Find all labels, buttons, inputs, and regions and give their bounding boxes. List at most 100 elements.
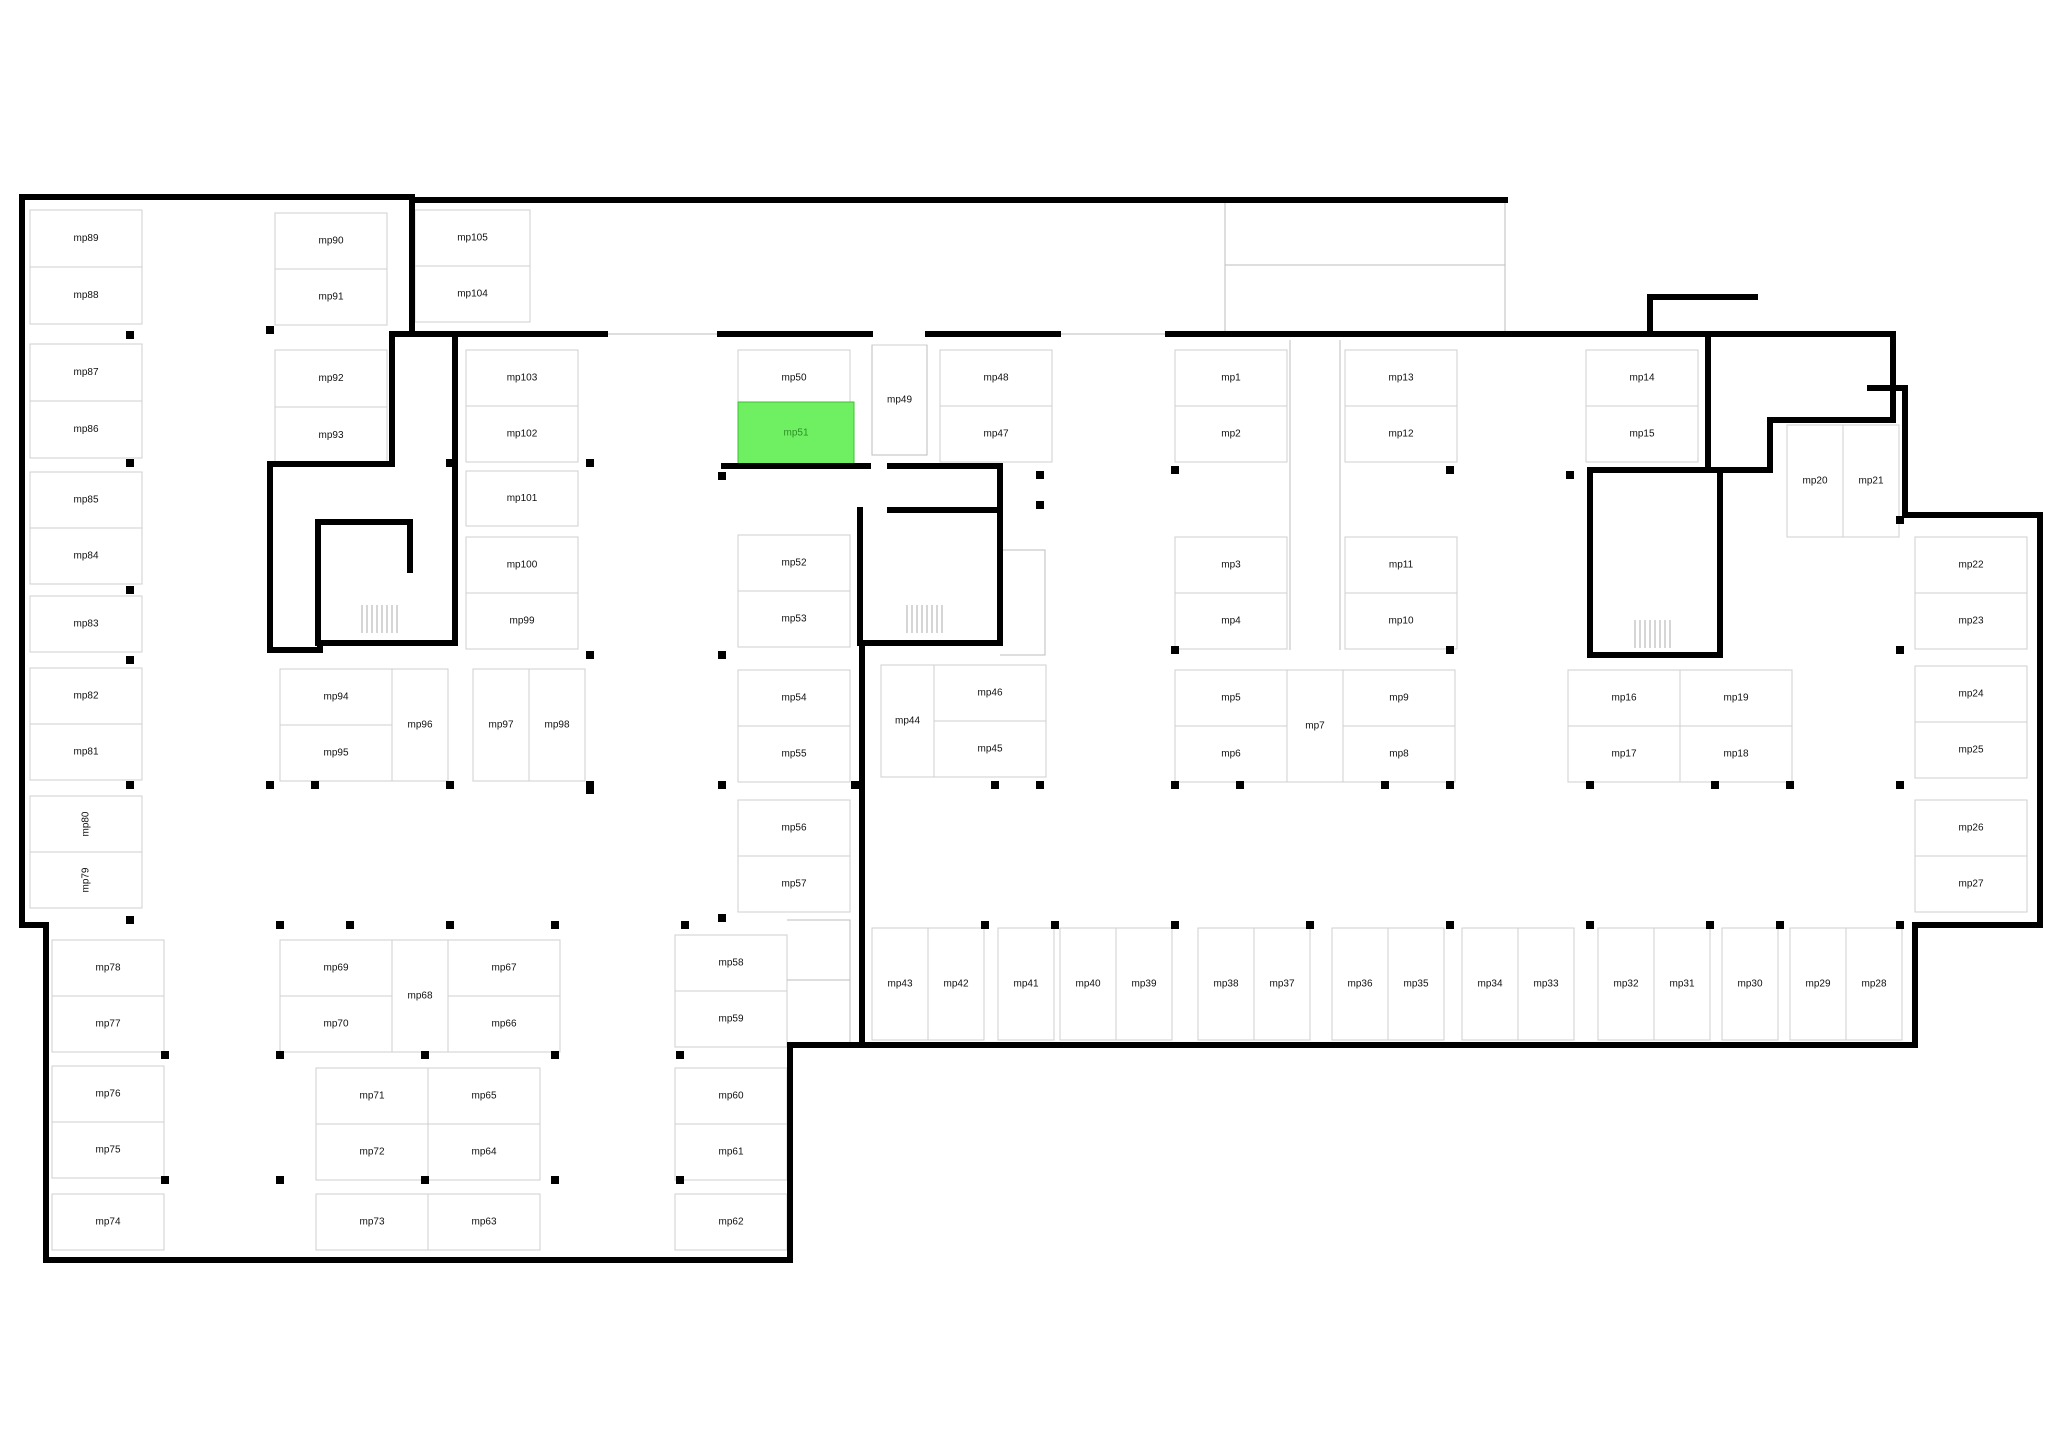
parking-space-mp27[interactable] [1914,855,2028,913]
parking-space-mp59[interactable] [674,990,788,1048]
parking-space-mp50[interactable] [737,349,851,407]
parking-space-mp78[interactable] [51,939,165,997]
parking-space-mp30[interactable] [1721,927,1779,1041]
parking-space-mp13[interactable] [1344,349,1458,407]
parking-space-mp2[interactable] [1174,405,1288,463]
parking-space-mp53[interactable] [737,590,851,648]
parking-space-mp6[interactable] [1174,725,1288,783]
parking-space-mp8[interactable] [1342,725,1456,783]
parking-space-mp11[interactable] [1344,536,1458,594]
parking-space-mp75[interactable] [51,1121,165,1179]
parking-space-mp83[interactable] [29,595,143,653]
parking-space-mp84[interactable] [29,527,143,585]
parking-space-mp20[interactable] [1786,424,1844,538]
parking-space-mp76[interactable] [51,1065,165,1123]
parking-space-mp58[interactable] [674,934,788,992]
parking-space-mp82[interactable] [29,667,143,725]
parking-space-mp24[interactable] [1914,665,2028,723]
parking-space-mp21[interactable] [1842,424,1900,538]
parking-space-mp64[interactable] [427,1123,541,1181]
parking-space-mp101[interactable] [465,470,579,527]
parking-space-mp40[interactable] [1059,927,1117,1041]
parking-space-mp103[interactable] [465,349,579,407]
parking-space-mp44[interactable] [880,664,935,778]
parking-space-mp46[interactable] [933,664,1047,722]
parking-space-mp31[interactable] [1653,927,1711,1041]
parking-space-mp16[interactable] [1567,669,1681,727]
parking-space-mp10[interactable] [1344,592,1458,650]
parking-space-mp92[interactable] [274,349,388,408]
parking-space-mp77[interactable] [51,995,165,1053]
parking-space-mp45[interactable] [933,720,1047,778]
parking-space-mp96[interactable] [391,668,449,782]
parking-space-mp95[interactable] [279,724,393,782]
parking-space-mp49[interactable] [871,344,928,456]
parking-space-mp98[interactable] [528,668,586,782]
parking-space-mp17[interactable] [1567,725,1681,783]
parking-space-mp26[interactable] [1914,799,2028,857]
parking-space-mp97[interactable] [472,668,530,782]
parking-space-mp42[interactable] [927,927,985,1041]
parking-space-mp37[interactable] [1253,927,1311,1041]
parking-space-mp88[interactable] [29,266,143,325]
parking-space-mp60[interactable] [674,1067,788,1125]
parking-space-mp28[interactable] [1845,927,1903,1041]
parking-space-mp102[interactable] [465,405,579,463]
parking-space-mp52[interactable] [737,534,851,592]
structural-column [276,1176,284,1184]
parking-space-mp1[interactable] [1174,349,1288,407]
parking-space-mp33[interactable] [1517,927,1575,1041]
parking-space-mp67[interactable] [447,939,561,997]
parking-space-mp65[interactable] [427,1067,541,1125]
parking-space-mp47[interactable] [939,405,1053,463]
parking-space-mp79[interactable] [29,851,143,909]
parking-space-mp61[interactable] [674,1123,788,1181]
parking-space-mp87[interactable] [29,343,143,402]
parking-space-mp93[interactable] [274,406,388,465]
parking-space-mp14[interactable] [1585,349,1699,407]
parking-space-mp54[interactable] [737,669,851,727]
parking-space-mp23[interactable] [1914,592,2028,650]
parking-space-mp12[interactable] [1344,405,1458,463]
parking-space-mp91[interactable] [274,268,388,326]
parking-space-mp39[interactable] [1115,927,1173,1041]
parking-space-mp71[interactable] [315,1067,429,1125]
parking-space-mp38[interactable] [1197,927,1255,1041]
parking-space-mp3[interactable] [1174,536,1288,594]
parking-space-mp36[interactable] [1331,927,1389,1041]
parking-space-mp73[interactable] [315,1193,429,1251]
parking-space-mp5[interactable] [1174,669,1288,727]
structural-column [551,1176,559,1184]
parking-space-mp62[interactable] [674,1193,788,1251]
parking-space-mp100[interactable] [465,536,579,594]
parking-space-mp68[interactable] [391,939,449,1053]
parking-space-mp4[interactable] [1174,592,1288,650]
parking-space-mp41[interactable] [997,927,1055,1041]
parking-space-mp66[interactable] [447,995,561,1053]
parking-space-mp89[interactable] [29,209,143,268]
parking-space-mp85[interactable] [29,471,143,529]
parking-space-mp32[interactable] [1597,927,1655,1041]
parking-space-mp72[interactable] [315,1123,429,1181]
parking-space-mp86[interactable] [29,400,143,459]
parking-space-mp81[interactable] [29,723,143,781]
parking-space-mp34[interactable] [1461,927,1519,1041]
parking-space-mp18[interactable] [1679,725,1793,783]
parking-space-mp43[interactable] [871,927,929,1041]
parking-space-mp74[interactable] [51,1193,165,1251]
parking-space-mp63[interactable] [427,1193,541,1251]
parking-space-mp48[interactable] [939,349,1053,407]
parking-space-mp55[interactable] [737,725,851,783]
parking-space-mp90[interactable] [274,212,388,270]
parking-space-mp9[interactable] [1342,669,1456,727]
parking-space-mp29[interactable] [1789,927,1847,1041]
parking-space-mp25[interactable] [1914,721,2028,779]
parking-space-mp19[interactable] [1679,669,1793,727]
parking-space-mp57[interactable] [737,855,851,913]
parking-space-mp15[interactable] [1585,405,1699,463]
parking-space-mp35[interactable] [1387,927,1445,1041]
parking-space-mp99[interactable] [465,592,579,650]
parking-space-mp70[interactable] [279,995,393,1053]
parking-space-mp80[interactable] [29,795,143,853]
parking-space-mp51[interactable] [737,401,855,465]
